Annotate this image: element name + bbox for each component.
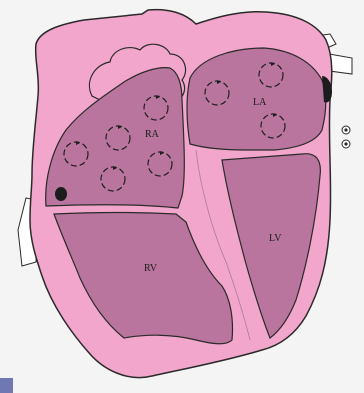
- label-right-ventricle: RV: [144, 263, 158, 274]
- corner-tab: [0, 378, 13, 393]
- sinus-node-icon: [55, 187, 67, 201]
- label-left-atrium: LA: [253, 97, 267, 108]
- label-left-ventricle: LV: [269, 233, 282, 244]
- label-right-atrium: RA: [145, 129, 160, 140]
